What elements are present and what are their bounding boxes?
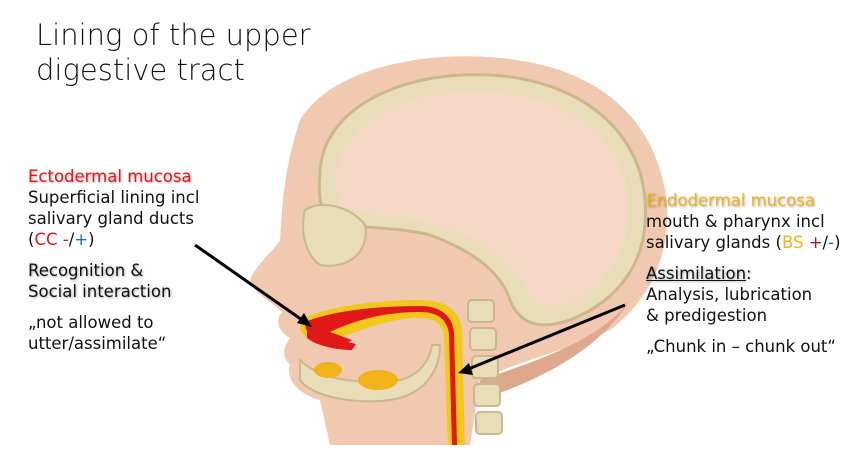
salivary-gland (314, 362, 342, 378)
function-line: Social interaction (28, 282, 172, 301)
minus-sign: - (828, 233, 835, 252)
function-line: & predigestion (646, 306, 768, 325)
salivary-gland (358, 370, 398, 390)
slide-title: Lining of the upper digestive tract (36, 18, 311, 88)
ectodermal-desc-line: Superficial lining incl (28, 188, 200, 207)
desc-text: salivary glands ( (646, 233, 782, 252)
paren: ) (88, 230, 95, 249)
endodermal-quote: „Chunk in – chunk out“ (646, 337, 836, 356)
function-title-line: Assimilation: (646, 263, 841, 284)
code-bs: BS (781, 233, 804, 252)
endodermal-code-line: salivary glands (BS +/-) (646, 232, 841, 253)
ectodermal-heading: Ectodermal mucosa (28, 167, 192, 186)
plus-sign: + (74, 230, 89, 249)
endodermal-function: Assimilation: Analysis, lubrication & pr… (646, 263, 841, 326)
endodermal-desc-line: mouth & pharynx incl (646, 212, 825, 231)
ectodermal-code-line: (CC -/+) (28, 229, 199, 250)
function-line: Recognition & (28, 261, 144, 280)
pointer-arrow-endodermal (458, 303, 626, 375)
quote-line: „not allowed to (28, 313, 154, 332)
code-cc: CC (34, 230, 58, 249)
ectodermal-panel: Ectodermal mucosa Superficial lining inc… (28, 166, 199, 354)
plus-sign: + (808, 233, 823, 252)
ectodermal-desc-line: salivary gland ducts (28, 209, 194, 228)
minus-sign: - (62, 230, 69, 249)
colon: : (746, 264, 752, 283)
ectodermal-function: Recognition & Social interaction (28, 260, 199, 302)
ectodermal-mucosa (305, 306, 457, 445)
quote-line: utter/assimilate“ (28, 334, 167, 353)
slash: / (68, 230, 75, 249)
function-title: Assimilation (646, 264, 747, 283)
endodermal-heading: Endodermal mucosa (646, 191, 815, 210)
title-line: digestive tract (36, 53, 245, 87)
pointer-arrow-ectodermal (194, 243, 312, 327)
endodermal-panel: Endodermal mucosa mouth & pharynx incl s… (646, 190, 841, 357)
slash: / (822, 233, 829, 252)
title-line: Lining of the upper (36, 18, 311, 52)
function-line: Analysis, lubrication (646, 285, 813, 304)
paren: ( (28, 230, 35, 249)
ectodermal-quote: „not allowed to utter/assimilate“ (28, 312, 199, 354)
paren: ) (834, 233, 841, 252)
